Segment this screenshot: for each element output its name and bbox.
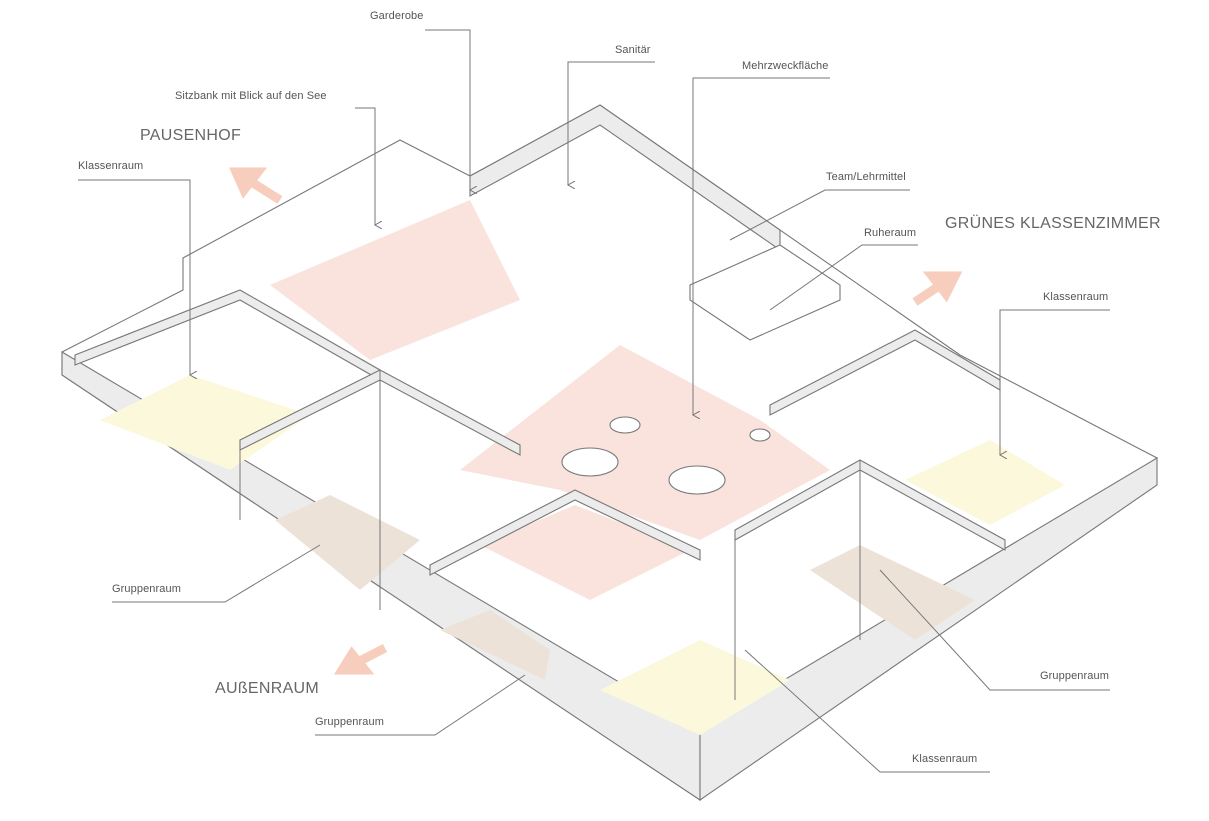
- label-garderobe: Garderobe: [370, 10, 424, 22]
- common-area-floor: [460, 345, 830, 540]
- label-gruppenraum-left: Gruppenraum: [112, 583, 181, 595]
- tables-mehrzweck: [561, 416, 771, 495]
- zone-aussenraum: AUßENRAUM: [215, 680, 320, 697]
- label-sanitaer: Sanitär: [615, 44, 651, 56]
- arrow-gruenes-klassenzimmer: [912, 271, 963, 306]
- label-mehrzweckflaeche: Mehrzweckfläche: [742, 60, 829, 72]
- group-room-left-floor: [275, 495, 420, 590]
- wall-center: [429, 489, 701, 576]
- garderobe-floor: [270, 200, 520, 360]
- group-room-right-floor: [810, 545, 975, 640]
- classroom-bottom-floor: [600, 640, 790, 735]
- label-sitzbank: Sitzbank mit Blick auf den See: [175, 90, 327, 102]
- group-room-center-floor: [480, 505, 690, 600]
- label-klassenraum-left: Klassenraum: [78, 160, 144, 172]
- zone-pausenhof: PAUSENHOF: [140, 127, 242, 144]
- label-gruppenraum-right: Gruppenraum: [1040, 670, 1109, 682]
- leader-lines: [78, 29, 1110, 773]
- zone-gruenes-klassenzimmer: GRÜNES KLASSENZIMMER: [945, 215, 1161, 232]
- arrow-aussenraum: [333, 643, 388, 675]
- classroom-left-floor: [100, 375, 310, 470]
- arrow-pausenhof: [229, 167, 283, 204]
- label-klassenraum-bottom: Klassenraum: [912, 753, 978, 765]
- wall-team: [689, 244, 841, 341]
- label-ruheraum: Ruheraum: [864, 227, 917, 239]
- label-klassenraum-right: Klassenraum: [1043, 291, 1109, 303]
- group-room-bottom-floor: [440, 610, 550, 680]
- classroom-right-floor: [905, 440, 1065, 525]
- label-gruppenraum-bottom: Gruppenraum: [315, 716, 384, 728]
- label-team-lehrmittel: Team/Lehrmittel: [826, 171, 906, 183]
